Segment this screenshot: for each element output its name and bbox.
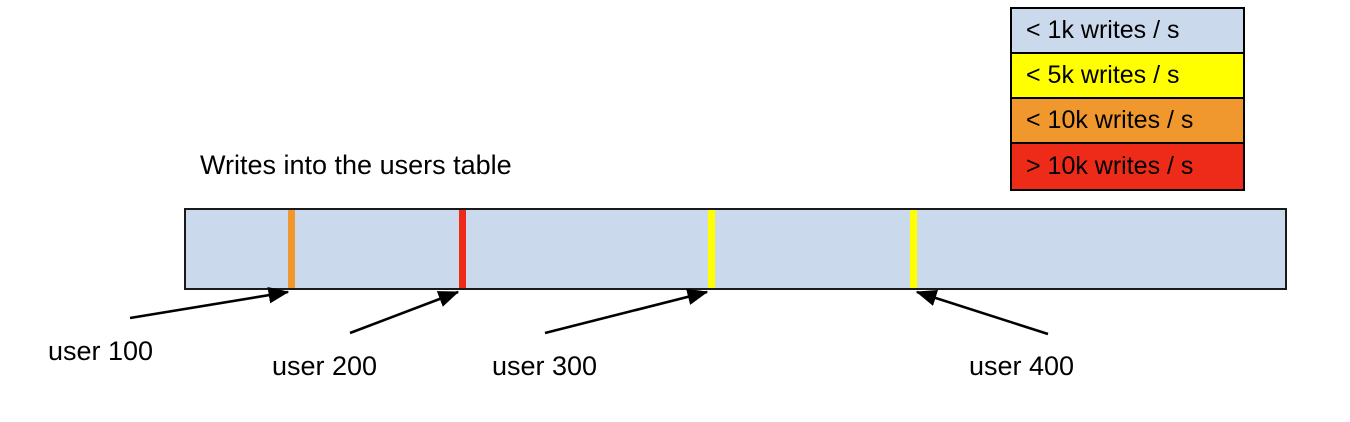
arrow-user-100 — [129, 286, 290, 320]
marker-user-200 — [459, 210, 466, 288]
legend: < 1k writes / s < 5k writes / s < 10k wr… — [1010, 7, 1245, 191]
legend-row-under-1k: < 1k writes / s — [1012, 9, 1243, 54]
arrow-user-400 — [915, 290, 1049, 336]
legend-row-under-10k: < 10k writes / s — [1012, 99, 1243, 144]
label-user-200: user 200 — [272, 351, 378, 381]
legend-label-under-1k: < 1k writes / s — [1026, 16, 1180, 44]
legend-label-over-10k: > 10k writes / s — [1026, 152, 1194, 180]
label-user-400: user 400 — [969, 351, 1075, 381]
marker-user-300 — [708, 210, 715, 288]
legend-label-under-5k: < 5k writes / s — [1026, 61, 1180, 89]
marker-user-100 — [288, 210, 295, 288]
legend-row-over-10k: > 10k writes / s — [1012, 144, 1243, 189]
arrow-user-200 — [349, 290, 460, 335]
chart-title: Writes into the users table — [200, 150, 512, 180]
marker-user-400 — [910, 210, 917, 288]
arrow-user-300 — [544, 288, 709, 335]
label-user-100: user 100 — [48, 336, 154, 366]
users-table-bar — [184, 208, 1287, 290]
label-user-300: user 300 — [492, 351, 598, 381]
legend-label-under-10k: < 10k writes / s — [1026, 106, 1194, 134]
legend-row-under-5k: < 5k writes / s — [1012, 54, 1243, 99]
